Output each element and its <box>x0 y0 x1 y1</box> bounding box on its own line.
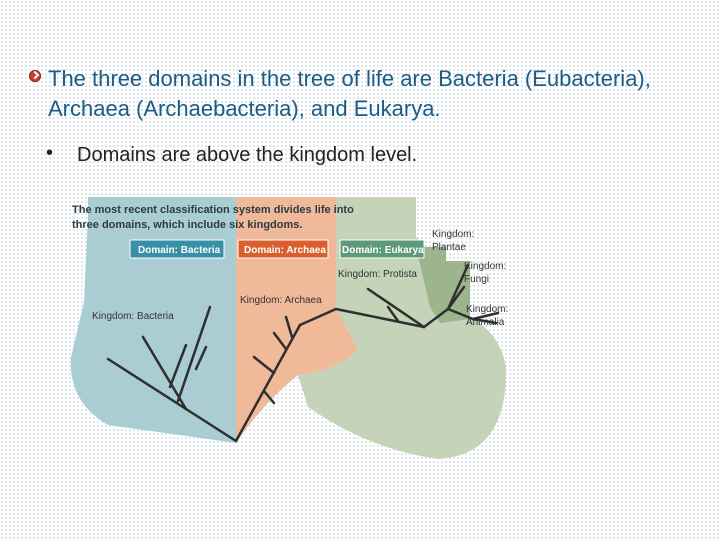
kingdom-bacteria-label: Kingdom: Bacteria <box>92 311 174 322</box>
caption-line-1: The most recent classification system di… <box>72 204 354 216</box>
tree-of-life-diagram: The most recent classification system di… <box>70 197 508 459</box>
domain-badge-eukarya <box>339 239 425 259</box>
kingdom-archaea-label: Kingdom: Archaea <box>240 295 322 306</box>
eukarya-branches <box>334 263 500 329</box>
bullet-arrow-icon <box>29 70 41 82</box>
slide-title: The three domains in the tree of life ar… <box>48 66 651 121</box>
tree-of-life-figure: The most recent classification system di… <box>68 197 520 461</box>
eukarya-region <box>298 197 507 459</box>
domain-label-bacteria: Domain: Bacteria <box>138 245 221 256</box>
caption-line-2: three domains, which include six kingdom… <box>72 219 302 231</box>
kingdom-plantae-label-2: Plantae <box>432 242 466 253</box>
sub-bullet-dot-icon: • <box>46 142 54 164</box>
sub-bullet-text: Domains are above the kingdom level. <box>77 144 418 166</box>
kingdom-fungi-label-2: Fungi <box>464 274 489 285</box>
domain-label-archaea: Domain: Archaea <box>244 245 326 256</box>
domain-badge-archaea <box>237 239 329 259</box>
kingdom-fungi-label-1: Kingdom: <box>464 261 506 272</box>
domain-label-eukarya: Domain: Eukarya <box>342 245 424 256</box>
kingdom-protista-label: Kingdom: Protista <box>338 269 417 280</box>
plants-fungi-animals-region <box>416 247 470 323</box>
kingdom-plantae-label-1: Kingdom: <box>432 229 474 240</box>
kingdom-animalia-label-2: Animalia <box>466 317 505 328</box>
archaea-branches <box>234 307 338 443</box>
slide-text-area: The three domains in the tree of life ar… <box>0 0 720 200</box>
domain-badge-bacteria <box>129 239 225 259</box>
kingdom-animalia-label-1: Kingdom: <box>466 304 508 315</box>
bacteria-branches <box>106 305 238 443</box>
